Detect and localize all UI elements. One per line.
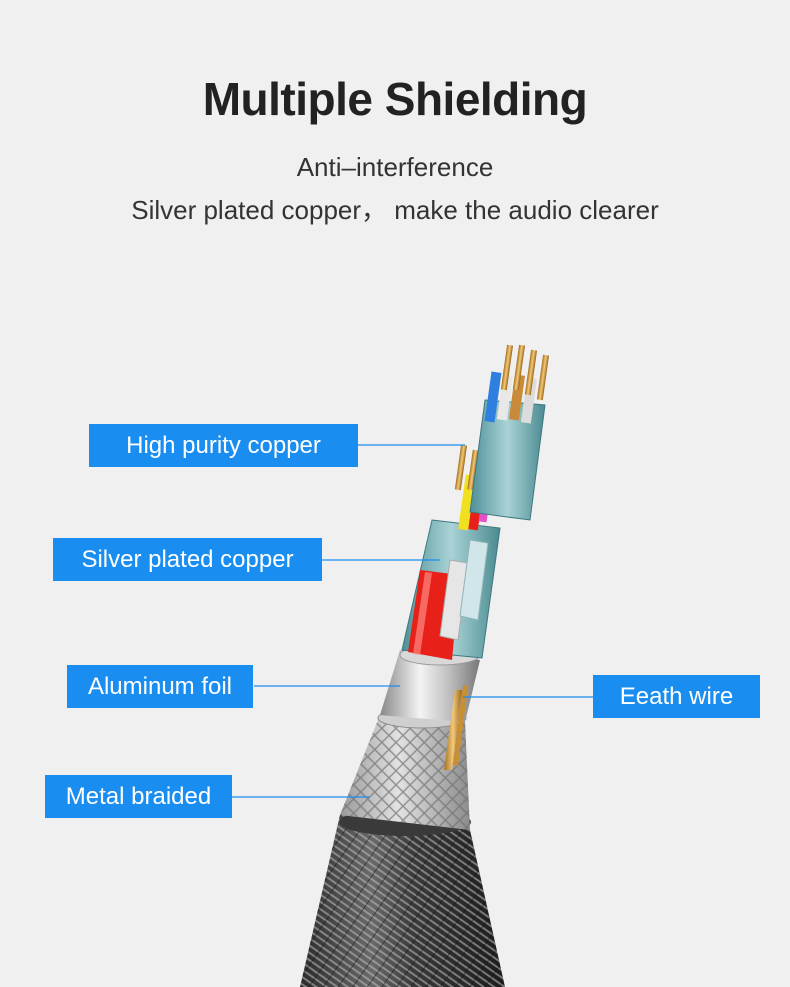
page-title: Multiple Shielding (202, 73, 588, 125)
label-earth-wire: Eeath wire (593, 675, 760, 718)
label-aluminum-foil: Aluminum foil (67, 665, 253, 708)
label-metal-braided: Metal braided (45, 775, 232, 818)
subtitle-line-1: Anti–interference (296, 152, 494, 182)
subtitle-line-2: Silver plated copper， make the audio cle… (131, 195, 659, 225)
earth-wire (444, 685, 468, 770)
leader-lines (232, 444, 593, 798)
label-silver-plated-copper: Silver plated copper (53, 538, 322, 581)
label-high-purity-copper: High purity copper (89, 424, 358, 467)
cable-jacket (300, 808, 505, 987)
high-purity-copper-bundle (469, 344, 550, 521)
